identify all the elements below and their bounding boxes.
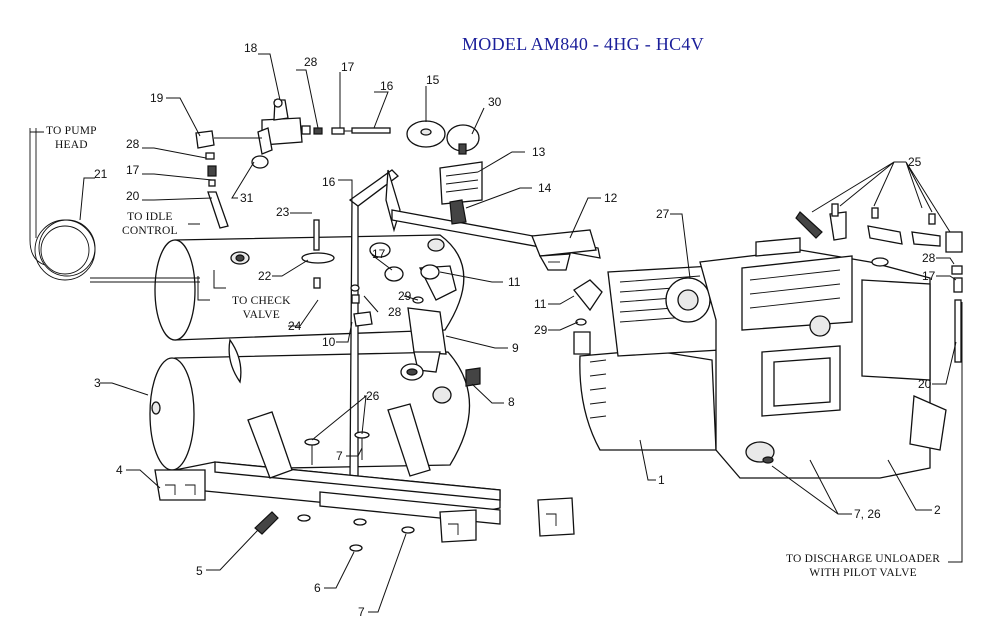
callout-28-left: 28 xyxy=(126,137,140,151)
upper-air-tank xyxy=(154,234,465,341)
callout-17-top: 17 xyxy=(341,60,355,74)
callout-4: 4 xyxy=(116,463,123,477)
callout-26-mid: 26 xyxy=(366,389,380,403)
callout-3: 3 xyxy=(94,376,101,390)
callout-10: 10 xyxy=(322,335,336,349)
pump-tube-coil xyxy=(29,128,200,283)
callout-23: 23 xyxy=(276,205,290,219)
leader-lines xyxy=(30,53,963,613)
callout-28-top: 28 xyxy=(304,55,318,69)
mount-hardware xyxy=(301,219,445,465)
regulator-assembly xyxy=(195,98,391,229)
callout-29-mid: 29 xyxy=(398,289,412,303)
callout-16-top: 16 xyxy=(380,79,394,93)
callout-22: 22 xyxy=(258,269,272,283)
callout-27: 27 xyxy=(656,207,670,221)
callout-25: 25 xyxy=(908,155,922,169)
lower-air-tank xyxy=(149,338,471,471)
callout-14: 14 xyxy=(538,181,552,195)
callout-30: 30 xyxy=(488,95,502,109)
note-to-check-valve: TO CHECK VALVE xyxy=(232,295,291,321)
callout-11-mid: 11 xyxy=(508,275,521,289)
note-to-idle-control: TO IDLE CONTROL xyxy=(122,211,178,237)
callout-15: 15 xyxy=(426,73,440,87)
model-title: MODEL AM840 - 4HG - HC4V xyxy=(462,34,705,54)
callout-17-left: 17 xyxy=(126,163,140,177)
callout-9: 9 xyxy=(512,341,519,355)
callout-16-mid: 16 xyxy=(322,175,336,189)
callout-29-right: 29 xyxy=(534,323,548,337)
callout-numbers: 18 28 17 16 15 30 19 28 17 21 20 31 13 1… xyxy=(94,41,941,619)
callout-7-bottom: 7 xyxy=(358,605,365,619)
callout-1: 1 xyxy=(658,473,665,487)
note-to-pump-head: TO PUMP HEAD xyxy=(46,125,97,151)
callout-7-mid: 7 xyxy=(336,449,343,463)
callout-19: 19 xyxy=(150,91,164,105)
callout-20-right: 20 xyxy=(918,377,932,391)
callout-24: 24 xyxy=(288,319,302,333)
callout-6: 6 xyxy=(314,581,321,595)
callout-17-right: 17 xyxy=(922,269,936,283)
callout-21: 21 xyxy=(94,167,108,181)
callout-11-right: 11 xyxy=(534,297,547,311)
callout-8: 8 xyxy=(508,395,515,409)
callout-20-left: 20 xyxy=(126,189,140,203)
callout-28-mid: 28 xyxy=(388,305,402,319)
note-to-discharge-unloader: TO DISCHARGE UNLOADER WITH PILOT VALVE xyxy=(786,553,941,579)
callout-2: 2 xyxy=(934,503,941,517)
callout-28-right: 28 xyxy=(922,251,936,265)
callout-5: 5 xyxy=(196,564,203,578)
callout-17-mid: 17 xyxy=(372,247,386,261)
intake-filter-parts xyxy=(350,120,597,387)
callout-13: 13 xyxy=(532,145,546,159)
callout-18: 18 xyxy=(244,41,258,55)
engine-pump-assembly xyxy=(573,237,947,479)
unloader-fittings xyxy=(795,203,963,363)
callout-31: 31 xyxy=(240,191,254,205)
callout-12: 12 xyxy=(604,191,618,205)
callout-7-26: 7, 26 xyxy=(854,507,881,521)
base-skid xyxy=(154,403,575,552)
